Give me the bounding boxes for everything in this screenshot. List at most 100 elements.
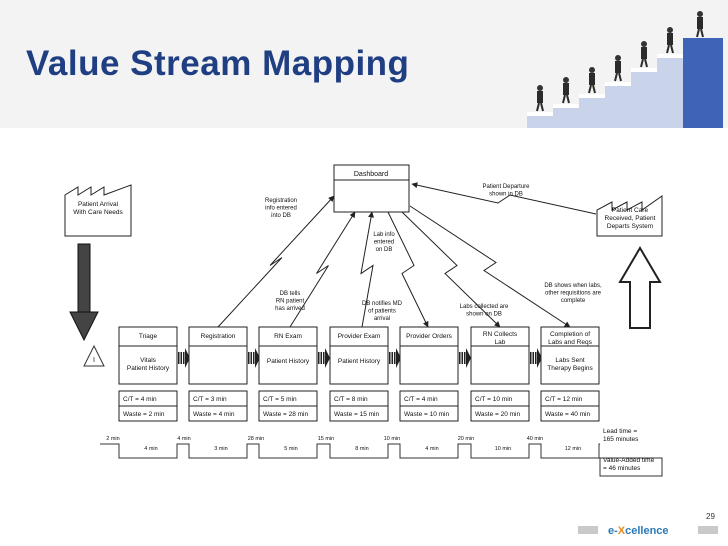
person-leg (562, 94, 566, 104)
value-added-time: Value-Added time= 46 minutes (603, 457, 655, 472)
push-stripe (253, 352, 255, 364)
person-leg (644, 58, 648, 68)
person-leg (666, 44, 670, 54)
person-body (641, 47, 647, 59)
stair-top (527, 112, 553, 116)
dashboard-box (333, 164, 410, 213)
info-label: DB shows when labs,other requisitions ar… (544, 283, 602, 304)
cycle-time-value: C/T = 10 min (475, 396, 513, 403)
waste-value: Waste = 20 min (475, 411, 520, 418)
process-name: Provider Orders (406, 333, 453, 340)
staircase-illustration (527, 11, 723, 128)
stair-step (657, 54, 683, 128)
timeline-wait: 40 min (527, 436, 544, 442)
waste-value: Waste = 15 min (334, 411, 379, 418)
push-stripe (178, 352, 180, 364)
push-stripe (250, 352, 252, 364)
push-arrow-icon (248, 348, 260, 368)
svg-text:e-Xcellence: e-Xcellence (608, 525, 669, 537)
process-name: Provider Exam (338, 333, 381, 340)
person-leg (566, 94, 570, 104)
company-logo: e-Xcellence (578, 522, 718, 538)
person-head (615, 55, 621, 61)
push-stripe (318, 352, 320, 364)
person-leg (614, 72, 618, 82)
person-leg (670, 44, 674, 54)
timeline-cycle: 4 min (425, 446, 438, 452)
person-leg (588, 84, 592, 94)
timeline-wait: 10 min (384, 436, 401, 442)
push-arrow-tip (466, 348, 471, 368)
person-leg (618, 72, 622, 82)
process-frame (399, 326, 459, 385)
cycle-time-value: C/T = 4 min (123, 396, 157, 403)
timeline-cycle: 12 min (565, 446, 582, 452)
push-stripe (535, 352, 537, 364)
customer-factory-icon (596, 195, 663, 237)
waste-value: Waste = 40 min (545, 411, 590, 418)
supplier-factory-icon (64, 184, 132, 237)
stair-step (631, 68, 657, 128)
stair-top (605, 82, 631, 86)
push-stripe (389, 352, 391, 364)
stair-top (553, 104, 579, 108)
person-body (537, 91, 543, 103)
info-arrow-departure (411, 182, 597, 215)
push-stripe (320, 352, 322, 364)
stair-step (605, 82, 631, 128)
inventory-triangle-icon (83, 344, 105, 367)
person-leg (640, 58, 644, 68)
process-frame (118, 326, 178, 385)
timeline-line (100, 443, 600, 459)
person-head (641, 41, 647, 47)
person-leg (540, 102, 544, 112)
push-stripe (464, 352, 466, 364)
info-arrow-provider-exam (360, 211, 375, 328)
timeline-wait: 20 min (458, 436, 475, 442)
info-arrow-registration (217, 195, 335, 328)
timeline-cycle: 10 min (495, 446, 512, 452)
page-number: 29 (706, 512, 715, 521)
dashboard-label: Dashboard (354, 171, 388, 178)
push-arrow-tip (255, 348, 260, 368)
top-bar (683, 38, 723, 128)
inventory-symbol: I (93, 357, 95, 364)
stair-step (579, 94, 605, 128)
process-name: Triage (139, 333, 158, 340)
person-leg (696, 28, 700, 38)
push-arrow-tip (325, 348, 330, 368)
stair-top (657, 54, 683, 58)
info-arrow-lab (387, 211, 429, 328)
process-frame (188, 326, 248, 385)
push-stripe (391, 352, 393, 364)
process-activity: Patient History (338, 358, 381, 365)
push-arrow-shaft (77, 243, 91, 313)
push-stripe (530, 352, 532, 364)
push-arrow-icon (318, 348, 330, 368)
person-leg (592, 84, 596, 94)
process-activity: Patient History (267, 358, 310, 365)
push-stripe (459, 352, 461, 364)
person-head (563, 77, 569, 83)
person-head (537, 85, 543, 91)
customer-arrow-icon (618, 246, 662, 329)
push-arrow-head (69, 311, 99, 342)
timeline-cycle: 5 min (284, 446, 297, 452)
push-arrow-tip (537, 348, 542, 368)
timeline-cycle: 3 min (214, 446, 227, 452)
